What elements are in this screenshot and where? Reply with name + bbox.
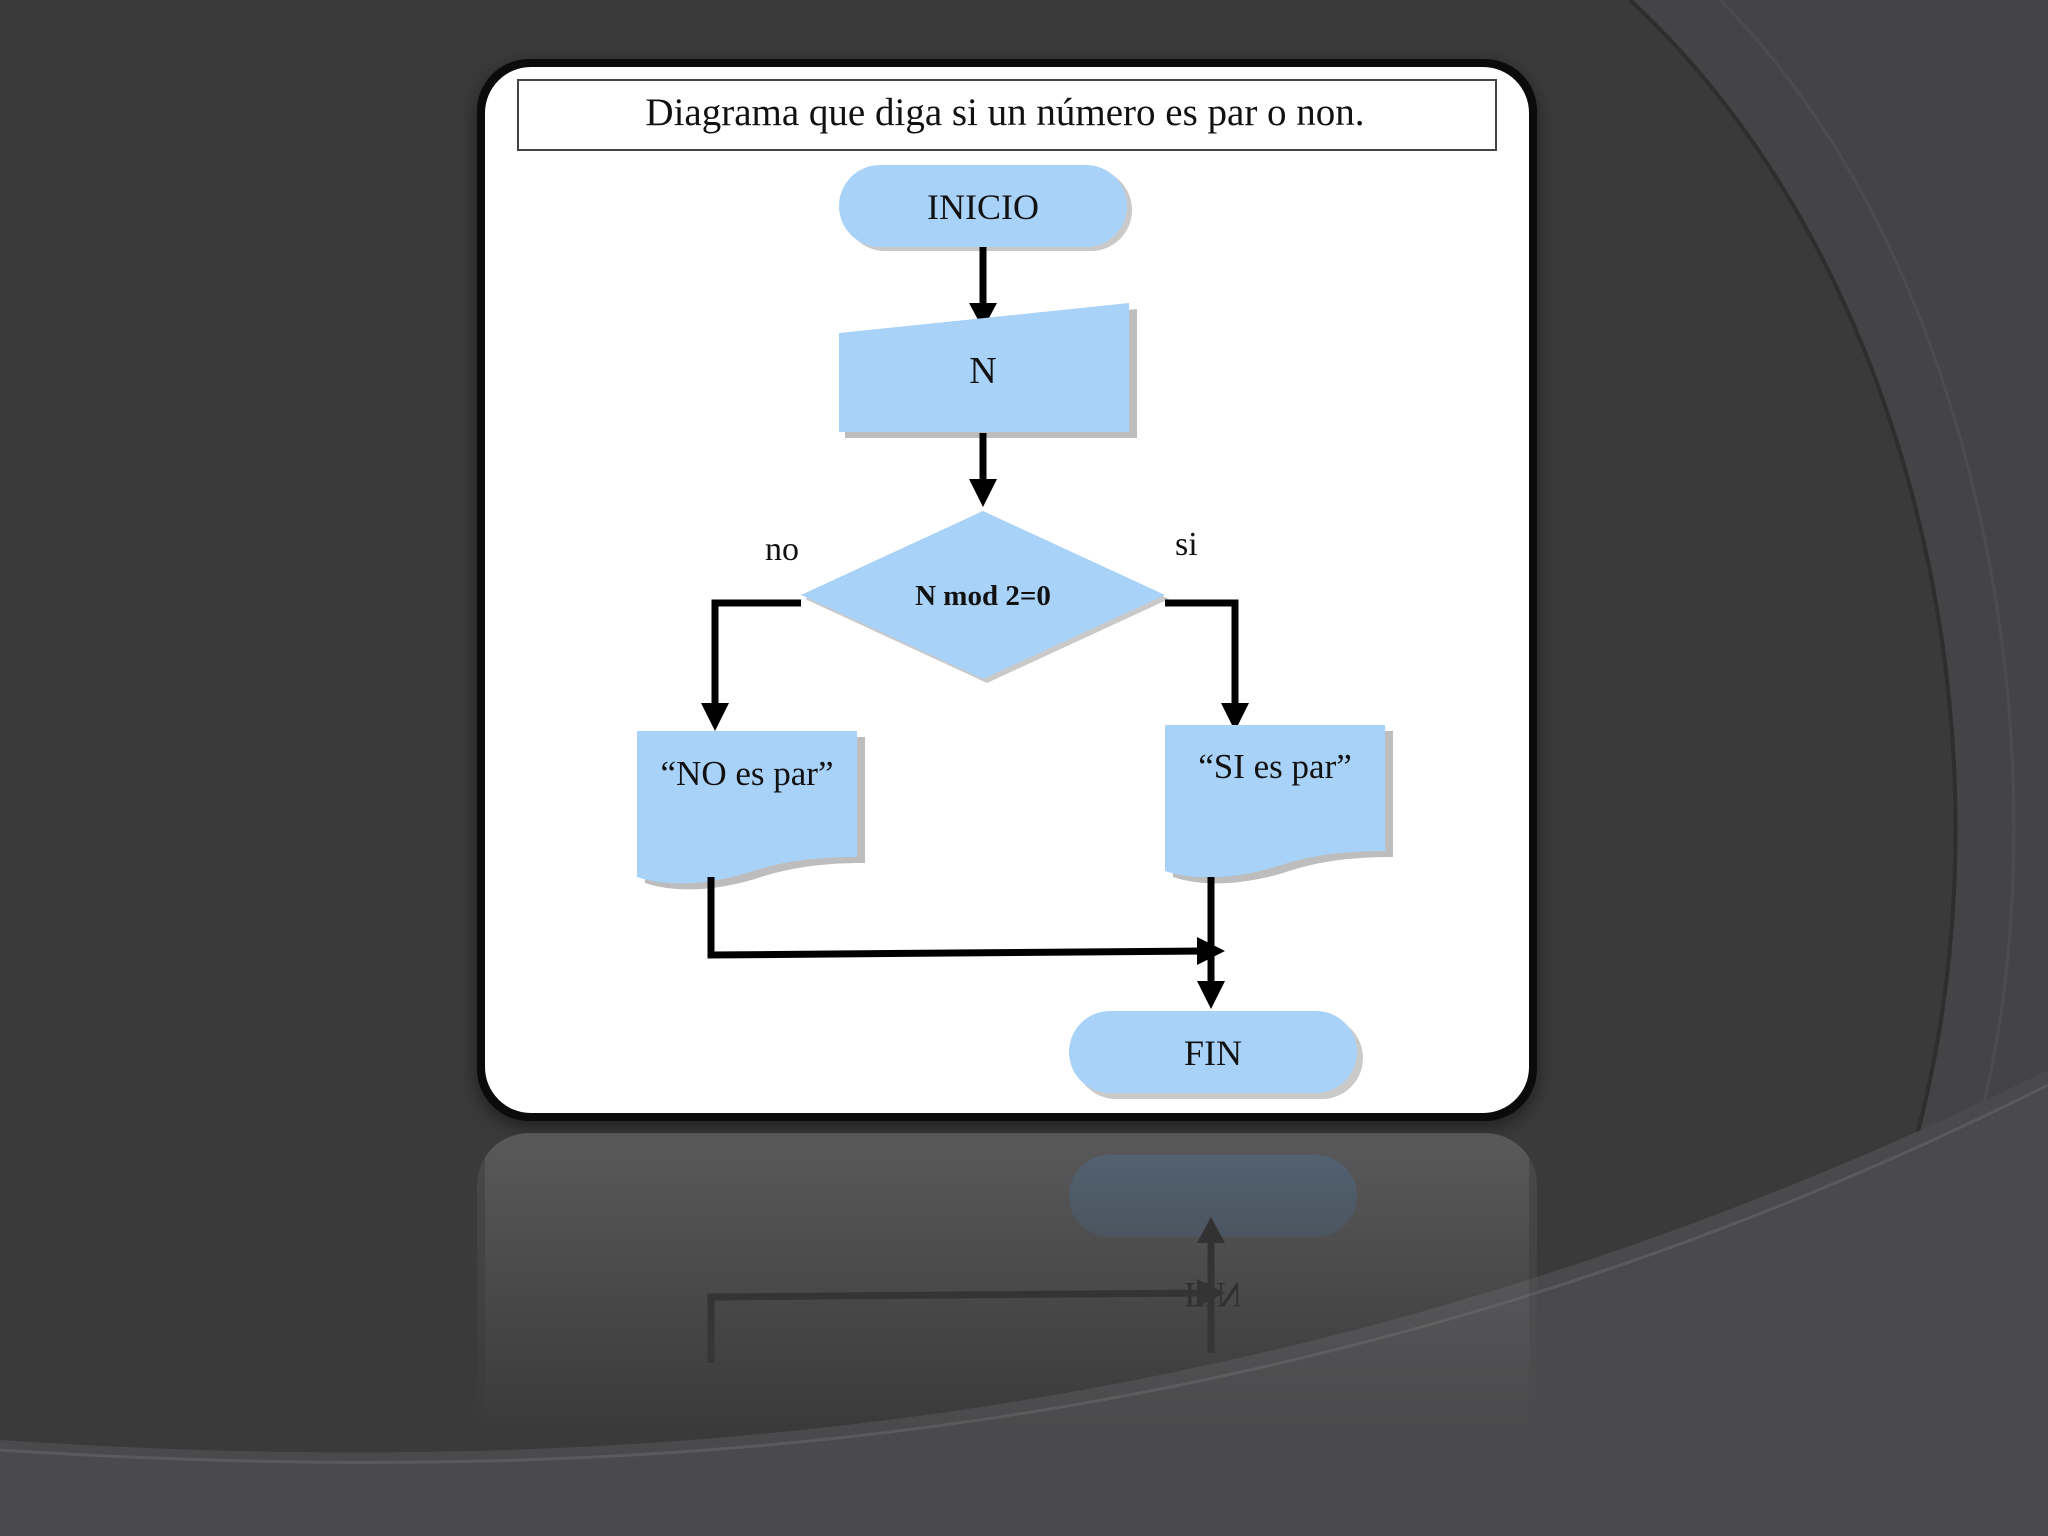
end-terminal <box>1069 1011 1357 1093</box>
image-reflection: FIN <box>477 1133 1537 1433</box>
decision-label: N mod 2=0 <box>915 580 1051 612</box>
flowchart-image: Diagrama que diga si un número es par o … <box>485 67 1529 1113</box>
flowchart-diagram: Diagrama que diga si un número es par o … <box>517 79 1497 1099</box>
title-box <box>517 79 1497 151</box>
output-si-document <box>1165 725 1385 878</box>
arrow-no-to-merge <box>707 877 1206 959</box>
decision-diamond <box>801 511 1165 679</box>
input-shape <box>839 303 1129 432</box>
arrow-si-branch <box>1165 599 1239 707</box>
background-arc-outer <box>1718 0 2016 1121</box>
edge-label-no: no <box>765 531 799 568</box>
start-terminal <box>839 165 1127 247</box>
start-terminal-label: INICIO <box>927 187 1039 227</box>
output-no-label: “NO es par” <box>661 754 834 793</box>
output-si-label: “SI es par” <box>1198 747 1352 786</box>
end-terminal-label: FIN <box>1184 1033 1242 1073</box>
flowchart-image-frame: Diagrama que diga si un número es par o … <box>477 59 1537 1121</box>
arrow-no-branch <box>711 599 801 707</box>
reflected-arrowhead-vertical <box>1197 1217 1225 1243</box>
reflection-graphic: FIN <box>477 1133 1537 1433</box>
input-shape-label: N <box>969 350 996 392</box>
arrowhead-no-branch <box>701 703 729 731</box>
reflected-arrowhead-merge <box>1197 1279 1225 1307</box>
arrowhead-si-branch <box>1221 703 1249 731</box>
output-no-document <box>637 731 857 884</box>
arrowhead-si-to-end <box>1197 981 1225 1009</box>
arrowhead-input-to-decision <box>969 479 997 507</box>
reflected-end-terminal <box>1069 1155 1357 1237</box>
edge-label-si: si <box>1175 526 1198 563</box>
reflected-arrow-merge <box>707 1289 1206 1363</box>
diagram-title: Diagrama que diga si un número es par o … <box>645 91 1364 134</box>
arrowhead-start-to-input <box>969 303 997 329</box>
